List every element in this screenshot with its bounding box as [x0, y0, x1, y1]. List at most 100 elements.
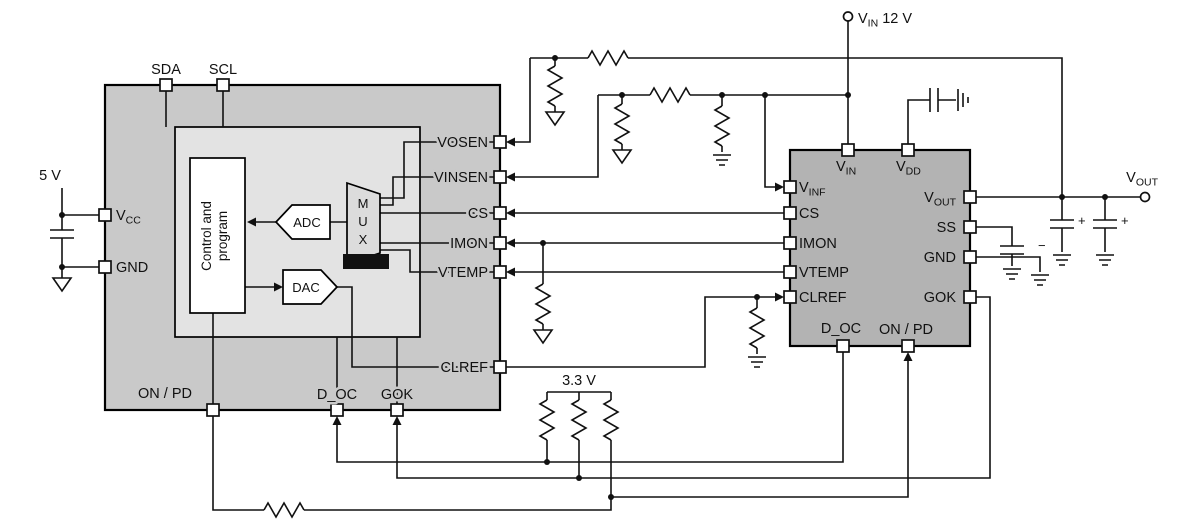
- pin-label-imon: IMON: [450, 236, 488, 252]
- pin-label-module-gnd: GND: [924, 250, 956, 266]
- pin-label-module-vinf: VINF: [799, 180, 826, 199]
- resistor-lineb-gnd: [713, 105, 731, 147]
- pin-module-vdd: [901, 143, 915, 157]
- control-program-box: [189, 157, 246, 314]
- arrow-into-imon: [506, 238, 515, 248]
- ground-5v-icon: [51, 277, 73, 293]
- junction-dot: [59, 264, 65, 270]
- wire-doc: [336, 352, 844, 463]
- ground-imon-icon: [532, 329, 554, 345]
- junction-dot: [540, 240, 546, 246]
- net-ss: [976, 226, 1024, 280]
- wire-vtemp-to-mux: [380, 249, 494, 273]
- pin-label-scl: SCL: [209, 62, 237, 78]
- control-program-line1: Control and: [199, 201, 214, 271]
- pin-imon: [493, 236, 507, 250]
- rail-5v: 5 V: [39, 168, 99, 293]
- pin-scl: [216, 78, 230, 92]
- resistor-clref: [748, 307, 766, 349]
- net-vosen-divider: [506, 49, 1063, 197]
- pin-module-vinf: [783, 180, 797, 194]
- capacitor-vout-1: [1050, 197, 1074, 252]
- dac-label: DAC: [292, 280, 319, 295]
- arrow-into-vinf: [775, 182, 784, 192]
- pin-label-doc: D_OC: [317, 387, 357, 403]
- pin-gok: [390, 403, 404, 417]
- ground-module-icon: [1031, 274, 1049, 286]
- junction-dot: [762, 92, 768, 98]
- pin-label-module-vout: VOUT: [924, 190, 956, 209]
- pin-cs: [493, 206, 507, 220]
- wire-vinf: [764, 95, 775, 188]
- net-doc: [332, 352, 844, 465]
- control-program-label: Control and program: [199, 201, 230, 271]
- pin-doc: [330, 403, 344, 417]
- pin-label-module-imon: IMON: [799, 236, 837, 252]
- pin-label-gnd: GND: [116, 260, 148, 276]
- rail-3v3-label: 3.3 V: [562, 373, 596, 389]
- pin-onpd: [206, 403, 220, 417]
- wire-clref: [506, 296, 775, 368]
- wire-vinsen: [515, 95, 599, 178]
- pin-module-doc: [836, 339, 850, 353]
- ground-vout1-icon: [1053, 254, 1071, 266]
- pin-vosen: [493, 135, 507, 149]
- cap2-plus-label: +: [1121, 213, 1129, 228]
- vin-terminal: [842, 11, 854, 22]
- pin-clref: [493, 360, 507, 374]
- pin-label-vosen: VOSEN: [437, 135, 488, 151]
- rail-5v-label: 5 V: [39, 168, 61, 184]
- pin-label-module-vin: VIN: [836, 159, 856, 178]
- junction-dot: [552, 55, 558, 61]
- ground-lineb-icon: [713, 154, 731, 166]
- control-program-line2: program: [215, 211, 230, 261]
- capacitor-ss: [976, 226, 1024, 266]
- adc-block: [274, 204, 331, 240]
- pin-module-clref: [783, 290, 797, 304]
- junction-dot: [619, 92, 625, 98]
- pin-module-imon: [783, 236, 797, 250]
- wire-vinsen-to-mux: [380, 176, 494, 206]
- wire-dac-to-clref: [337, 286, 494, 368]
- rail-3v3: 3.3 V: [538, 373, 620, 497]
- wire-linea-right: [628, 57, 1063, 197]
- mux-label: MUX: [356, 196, 371, 250]
- arrow-adc-to-control: [247, 217, 256, 227]
- vout-terminal: [1139, 191, 1151, 203]
- pin-vtemp: [493, 265, 507, 279]
- arrow-into-cs: [506, 208, 515, 218]
- pin-label-clref: CLREF: [440, 360, 488, 376]
- resistor-onpd-series: [263, 501, 305, 519]
- junction-dot: [59, 212, 65, 218]
- pin-label-module-vtemp: VTEMP: [799, 265, 849, 281]
- net-vout: VOUT + − +: [976, 170, 1159, 266]
- ground-vinsen-icon: [611, 149, 633, 165]
- resistor-lineb-series: [649, 86, 691, 104]
- pin-vinsen: [493, 170, 507, 184]
- pin-module-cs: [783, 206, 797, 220]
- pin-module-vtemp: [783, 265, 797, 279]
- junction-dot: [754, 294, 760, 300]
- vout-terminal-label: VOUT: [1126, 170, 1158, 189]
- ground-ss-icon: [1003, 268, 1021, 280]
- arrow-control-to-dac: [274, 282, 283, 292]
- resistor-pullup-gok: [570, 399, 588, 441]
- arrow-into-module-onpd: [903, 352, 913, 361]
- pin-sda: [159, 78, 173, 92]
- ground-vosen-icon: [544, 111, 566, 127]
- net-vinsen-divider: [506, 86, 851, 192]
- ground-clref-icon: [748, 356, 766, 368]
- pin-label-vtemp: VTEMP: [438, 265, 488, 281]
- pin-label-module-cs: CS: [799, 206, 819, 222]
- wire-module-gnd: [976, 256, 1041, 272]
- mux-block: [346, 181, 381, 266]
- module-pin-labels: VIN VDD VINF CS IMON VTEMP CLREF VOUT SS…: [799, 159, 957, 338]
- resistor-vosen-gnd: [546, 65, 564, 107]
- arrow-into-doc: [332, 416, 342, 425]
- junction-dot: [845, 92, 851, 98]
- pin-module-onpd: [901, 339, 915, 353]
- controller-internal-wires: [165, 91, 494, 404]
- arrow-into-module-clref: [775, 292, 784, 302]
- pin-label-gok: GOK: [381, 387, 414, 403]
